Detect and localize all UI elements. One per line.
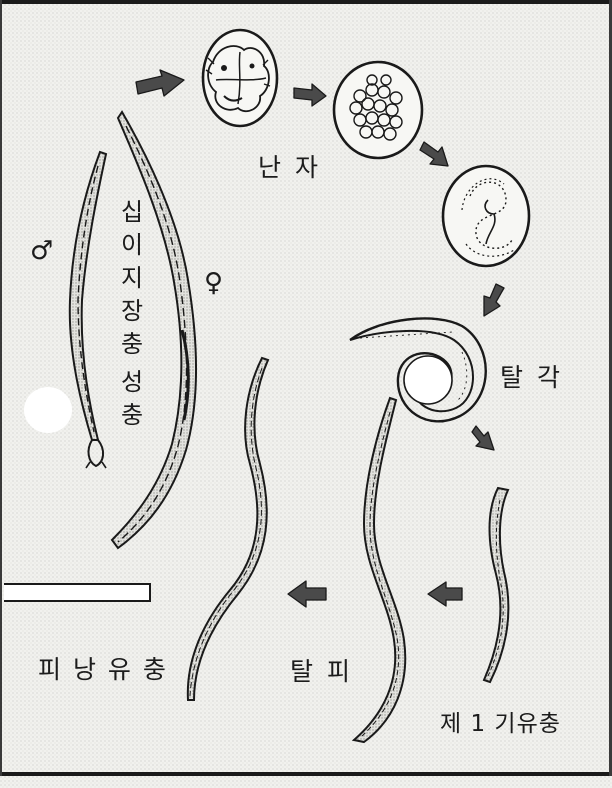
label-egg: 난 자 [258, 148, 321, 184]
label-adult-title: 십이지장충 [117, 196, 147, 361]
label-adult-subtitle: 성충 [117, 366, 147, 432]
bottom-border [0, 772, 612, 776]
white-spot [24, 387, 72, 433]
scale-bar [4, 584, 150, 601]
label-first-stage-larva: 제 1 기유충 [440, 704, 561, 738]
female-symbol: ♀ [204, 268, 226, 298]
top-border [0, 0, 612, 4]
label-molt: 탈 피 [290, 652, 353, 688]
label-infective-larva: 피 낭 유 충 [38, 650, 168, 686]
egg-morula [334, 62, 422, 158]
egg-embryonated [443, 166, 529, 266]
label-hatch: 탈 각 [500, 358, 563, 394]
egg-four-cell [203, 30, 277, 126]
left-border [0, 0, 2, 776]
male-symbol: ♂ [30, 236, 56, 266]
